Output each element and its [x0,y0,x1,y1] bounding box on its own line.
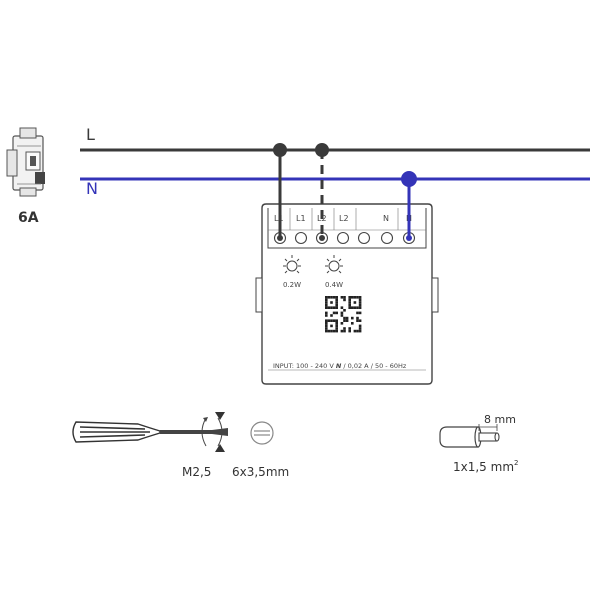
dimmable-bulb-icon [325,255,343,274]
dimmer-device [255,203,439,385]
screwdriver-icon [72,412,228,452]
junction-l1 [273,143,287,157]
screw-size: 6x3,5mm [232,465,289,479]
line-n-label: N [86,179,98,198]
junction-l2 [315,143,329,157]
terminal-dot-l2 [319,235,325,241]
screwdriver-size: M2,5 [182,465,211,479]
terminal-label-l2-b: L2 [339,214,349,223]
breaker-rating: 6A [18,210,39,226]
junction-n [401,171,417,187]
terminal-dot-l1 [277,235,283,241]
qr-code-icon [324,295,364,335]
circuit-breaker-icon [6,127,45,197]
input-rating: INPUT: 100 - 240 V N / 0,02 A / 50 - 60H… [273,362,407,370]
slotted-screw-icon [250,421,274,445]
dimmer1-power: 0.2W [283,281,301,289]
wire-cross-section: 1x1,5 mm2 [453,459,518,474]
strip-length: 8 mm [484,413,516,426]
stripped-wire-icon [439,424,500,448]
dimmer2-power: 0.4W [325,281,343,289]
line-l-label: L [86,125,95,144]
terminal-dot-n [406,235,412,241]
terminal-label-n-a: N [383,214,389,223]
terminal-label-l1-b: L1 [296,214,306,223]
dimmable-bulb-icon [283,255,301,274]
